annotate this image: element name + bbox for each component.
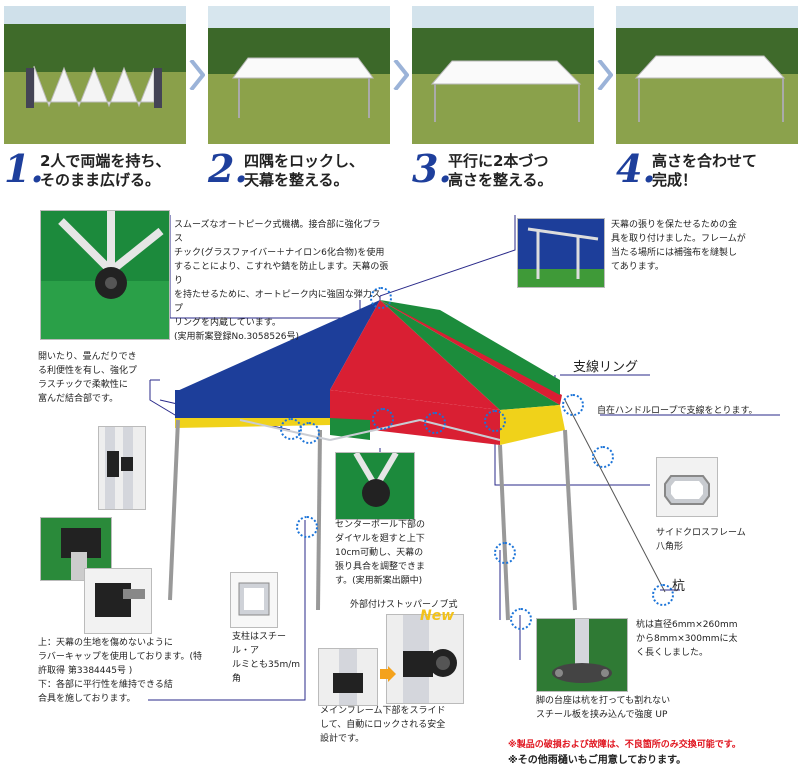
side-frame-closeup-image xyxy=(656,457,718,517)
guy-ring-marker xyxy=(562,394,584,416)
new-badge: New xyxy=(420,608,455,624)
step2-photo xyxy=(208,6,390,144)
reinforce-description: 天幕の張りを保たせるための金 具を取り付けました。フレームが 当たる場所には補強… xyxy=(611,220,746,272)
callout-marker xyxy=(424,412,446,434)
step4-text: 高さを合わせて 完成！ xyxy=(652,152,758,189)
guy-ring-label: 支線リング xyxy=(573,360,639,375)
callout-marker xyxy=(484,410,506,432)
stopper-closeup-image xyxy=(386,614,464,704)
peak-closeup-image xyxy=(40,210,170,340)
joint-closeup-image xyxy=(98,426,146,510)
step3-photo xyxy=(412,6,594,144)
guy-rope-description: 自在ハンドルロープで支線をとります。 xyxy=(597,406,758,416)
step3-number: 3. xyxy=(412,146,452,191)
stake-label: 杭 xyxy=(672,579,686,594)
callout-marker xyxy=(298,422,320,444)
guy-rope-marker xyxy=(592,446,614,468)
base-closeup-image xyxy=(536,618,628,692)
step1-photo xyxy=(4,6,186,144)
pillar-description: 支柱はスチール・ア ルミとも35m/m角 xyxy=(232,632,301,684)
stopper-description: メインフレーム下部をスライド して、自動にロックされる安全 設計です。 xyxy=(320,706,446,744)
chevron-right-icon xyxy=(189,58,206,92)
center-pole-description: センターポール下部の ダイヤルを廻すと上下 10cm可動し、天幕の 張り具合を調… xyxy=(335,520,426,586)
chevron-right-icon xyxy=(393,58,410,92)
warning-line-1: ※製品の破損および故障は、不良箇所のみ交換可能です。 xyxy=(508,740,741,750)
pillar-closeup-image xyxy=(230,572,278,628)
callout-marker xyxy=(372,408,394,430)
step2-number: 2. xyxy=(208,146,248,191)
step4-number: 4. xyxy=(616,146,656,191)
base-marker xyxy=(510,608,532,630)
base-description: 脚の台座は杭を打っても割れない スチール板を挟み込んで強度 UP xyxy=(536,696,671,720)
stake-marker xyxy=(652,584,674,606)
callout-peak-marker xyxy=(370,287,392,309)
peak-description: スムーズなオートピーク式機構。接合部に強化プラス チック(グラスファイバー＋ナイ… xyxy=(174,220,389,342)
reinforce-closeup-image xyxy=(517,218,605,288)
side-frame-description: サイドクロスフレーム 八角形 xyxy=(656,528,746,552)
chevron-right-icon xyxy=(597,58,614,92)
stake-description: 杭は直径6mm×260mm から8mm×300mmに太 く長くしました。 xyxy=(636,620,738,658)
step2-text: 四隅をロックし、 天幕を整える。 xyxy=(244,152,365,189)
warning-line-2: ※その他雨樋いもご用意しております。 xyxy=(508,755,687,766)
coupler-closeup-image xyxy=(84,568,152,634)
step4-photo xyxy=(616,6,798,144)
arrow-right-icon xyxy=(380,666,396,686)
step1-number: 1. xyxy=(4,146,44,191)
step3-text: 平行に2本づつ 高さを整える。 xyxy=(448,152,553,189)
center-pole-marker xyxy=(296,516,318,538)
cap-description: 上：天幕の生地を傷めないように ラバーキャップを使用しております。(特許取得 第… xyxy=(38,638,202,704)
stopper-title: 外部付けストッパーノブ式 xyxy=(350,600,458,610)
center-pole-closeup-image xyxy=(335,452,415,520)
stopper-marker xyxy=(494,542,516,564)
stopper-lock-image xyxy=(318,648,378,706)
joint-description: 開いたり、畳んだりでき る利便性を有し、強化プ ラスチックで柔軟性に 富んだ結合… xyxy=(38,352,138,404)
step1-text: 2人で両端を持ち、 そのまま広げる。 xyxy=(40,152,171,189)
